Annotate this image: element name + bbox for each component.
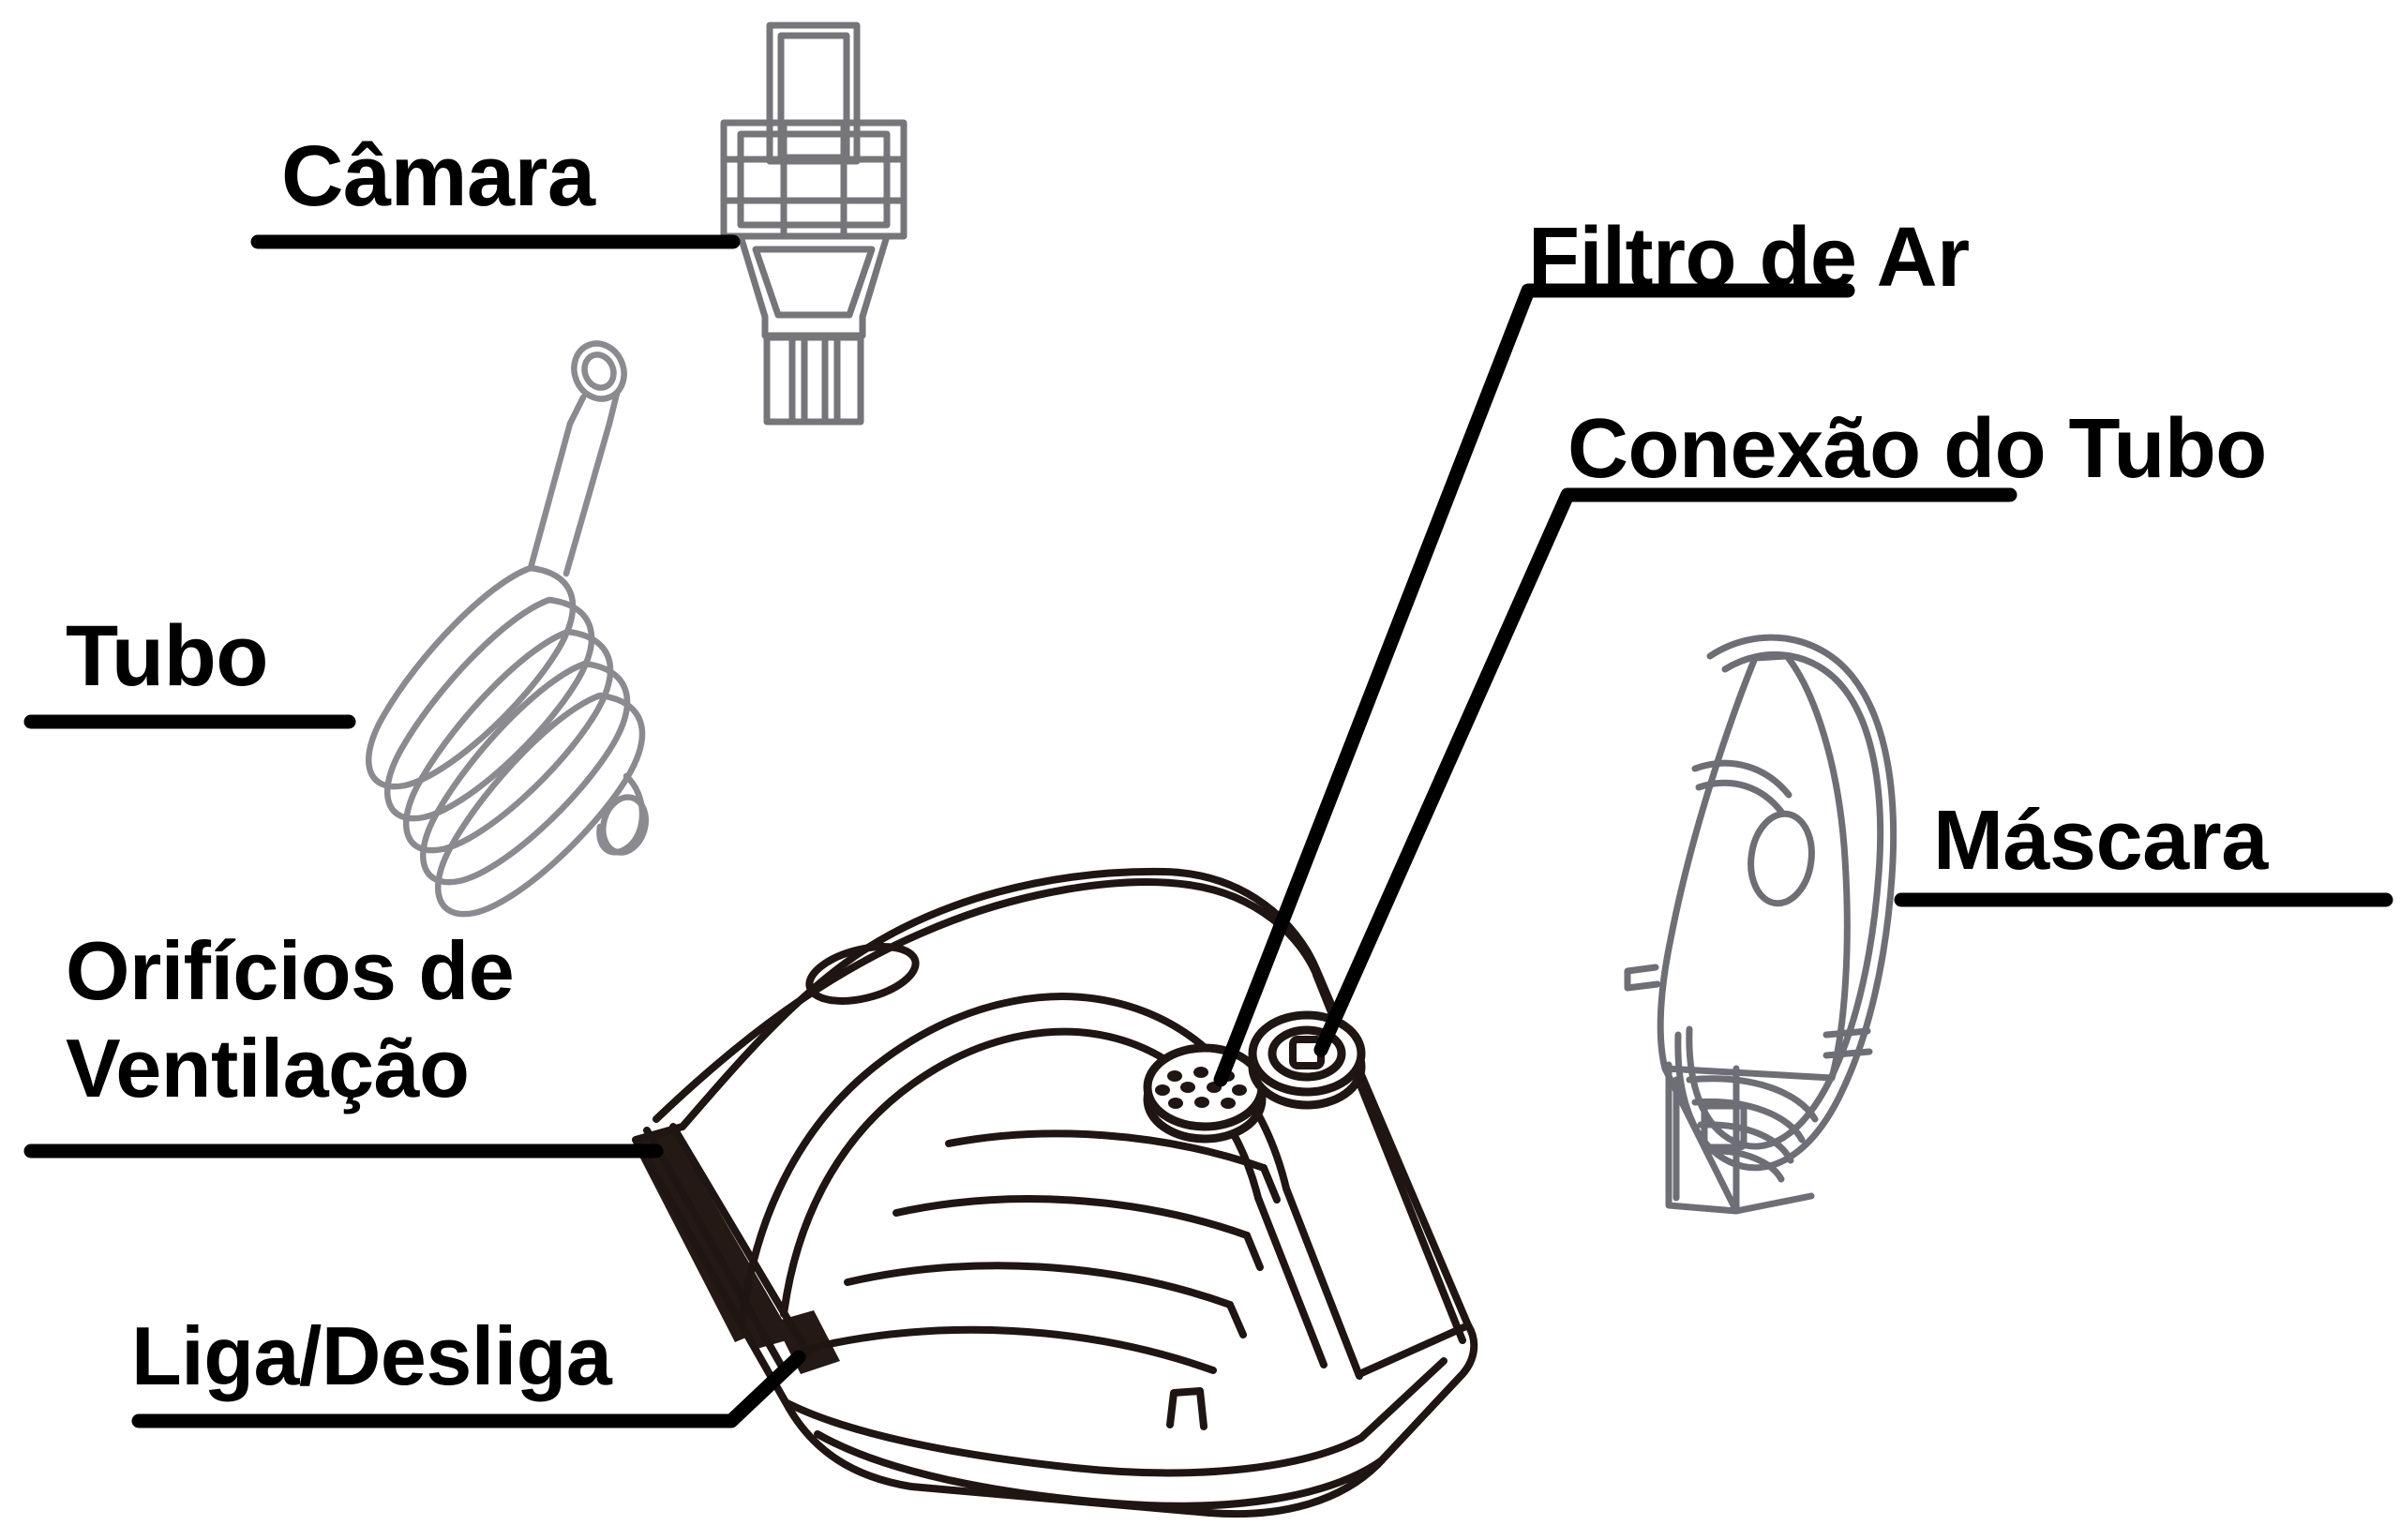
dome-oval-vent <box>805 943 920 1005</box>
leader-filtro <box>1213 283 1855 1087</box>
label-orificios-line-2: Ventilação <box>66 1021 470 1114</box>
label-camara: Câmara <box>281 128 595 224</box>
label-liga-desliga: Liga/Desliga <box>131 1309 612 1402</box>
compressor-unit-icon <box>632 867 1478 1518</box>
leader-liga <box>131 1350 806 1428</box>
label-conexao-do-tubo: Conexão do Tubo <box>1568 402 2267 496</box>
label-orificios-de-ventilacao: Orifícios de Ventilação <box>66 922 515 1117</box>
tube-connector-port-icon <box>1248 1010 1366 1110</box>
nebulizer-mask-icon <box>1624 634 1898 1215</box>
label-orificios-line-1: Orifícios de <box>66 924 515 1017</box>
label-mascara: Máscara <box>1933 794 2268 888</box>
coiled-tube-icon <box>366 340 649 918</box>
label-filtro-de-ar: Filtro de Ar <box>1528 211 1970 305</box>
nebulizer-chamber-icon <box>720 22 908 426</box>
perforated-filter-disc-icon <box>1143 1043 1267 1144</box>
leader-lines <box>23 234 2393 1428</box>
label-tubo: Tubo <box>66 608 268 704</box>
leader-conexao <box>1313 487 2018 1057</box>
